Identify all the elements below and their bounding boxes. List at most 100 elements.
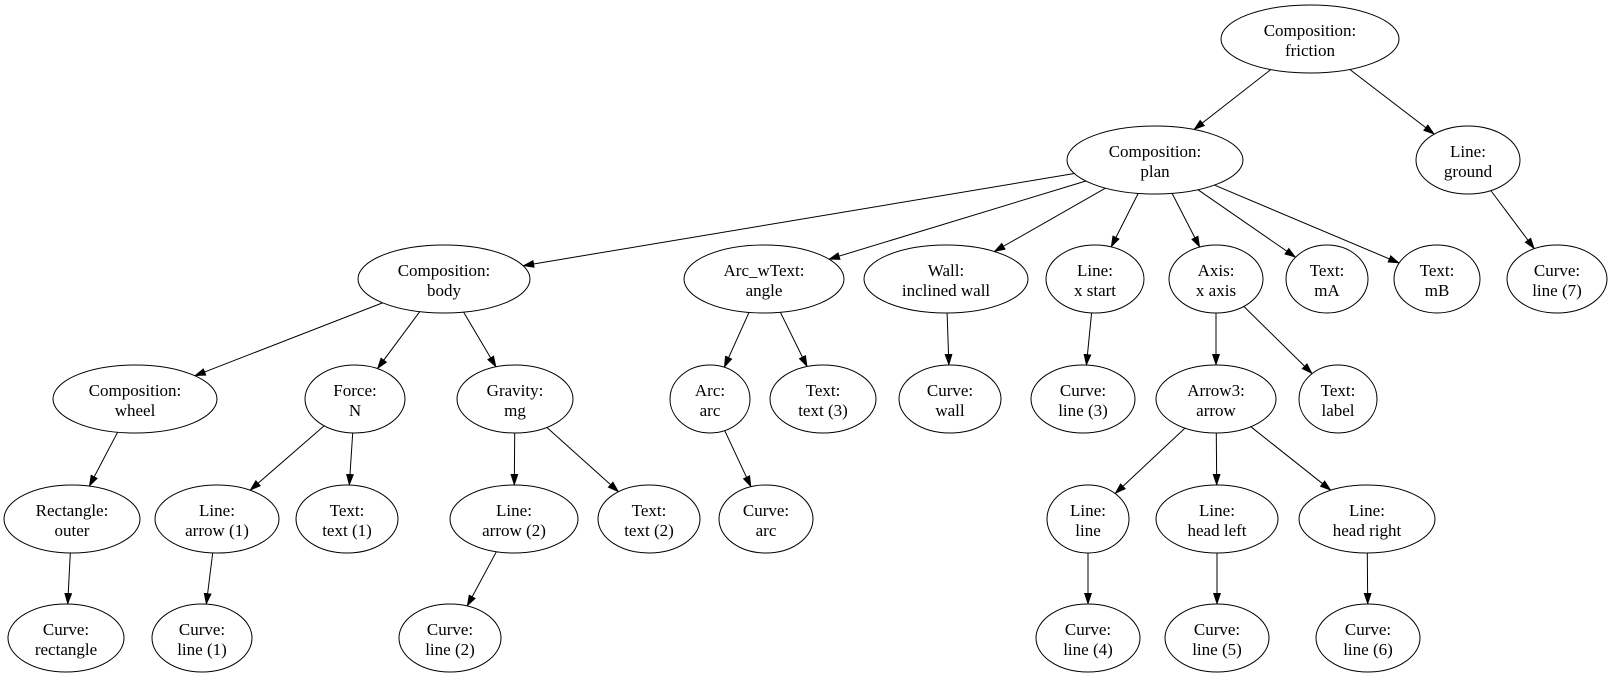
edge-x-start-to-line-3 <box>1083 312 1093 367</box>
node-type-label: Line: <box>1199 501 1235 520</box>
node-name-label: arrow <box>1196 401 1236 420</box>
node-ellipse <box>1155 484 1279 554</box>
node-outer: Rectangle:outer <box>3 484 141 554</box>
node-type-label: Text: <box>632 501 667 520</box>
node-curve-arc: Curve:arc <box>718 484 814 554</box>
node-name-label: N <box>349 401 361 420</box>
node-type-label: Curve: <box>743 501 789 520</box>
node-head-right: Line:head right <box>1298 484 1436 554</box>
node-friction: Composition:friction <box>1220 4 1400 74</box>
node-name-label: arc <box>700 401 721 420</box>
node-mg: Gravity:mg <box>456 364 574 434</box>
node-ellipse <box>398 603 502 673</box>
edge-line <box>1171 193 1201 248</box>
node-ellipse <box>769 364 877 434</box>
node-wall: Curve:wall <box>898 364 1002 434</box>
node-name-label: label <box>1321 401 1354 420</box>
node-text-3: Text:text (3) <box>769 364 877 434</box>
node-type-label: Axis: <box>1198 261 1235 280</box>
edge-angle-to-text-3 <box>779 312 808 368</box>
edge-line <box>64 552 73 605</box>
node-ellipse <box>718 484 814 554</box>
node-name-label: line <box>1075 521 1101 540</box>
node-name-label: arc <box>756 521 777 540</box>
node-ellipse <box>669 364 751 434</box>
node-type-label: Text: <box>1321 381 1356 400</box>
node-name-label: line (5) <box>1192 640 1242 659</box>
node-name-label: angle <box>746 281 783 300</box>
node-name-label: wheel <box>115 401 156 420</box>
node-ellipse <box>898 364 1002 434</box>
edge-arrow-2-to-line-2 <box>466 551 497 607</box>
node-x-axis: Axis:x axis <box>1168 244 1264 314</box>
node-line-5: Curve:line (5) <box>1164 603 1270 673</box>
edge-line <box>1110 193 1139 248</box>
node-type-label: Curve: <box>1534 261 1580 280</box>
node-label: Text:label <box>1298 364 1378 434</box>
edge-line <box>779 312 808 368</box>
edge-plan-to-body <box>522 173 1075 268</box>
node-ellipse <box>1155 364 1277 434</box>
node-type-label: Arc_wText: <box>724 261 805 280</box>
edge-line <box>463 311 497 368</box>
edge-line <box>1197 189 1297 258</box>
edge-plan-to-m-a <box>1197 189 1297 258</box>
node-name-label: arrow (2) <box>482 521 546 540</box>
edge-plan-to-m-b <box>1214 184 1401 264</box>
edge-force-n-to-arrow-1 <box>249 425 325 491</box>
node-name-label: mA <box>1314 281 1340 300</box>
node-name-label: outer <box>55 521 90 540</box>
node-type-label: Line: <box>199 501 235 520</box>
node-ellipse <box>154 484 280 554</box>
node-name-label: head left <box>1188 521 1247 540</box>
node-type-label: Gravity: <box>487 381 544 400</box>
node-head-left: Line:head left <box>1155 484 1279 554</box>
node-type-label: Curve: <box>179 620 225 639</box>
node-arrow-2: Line:arrow (2) <box>449 484 579 554</box>
node-text-2: Text:text (2) <box>597 484 701 554</box>
edge-line <box>546 427 620 493</box>
node-ellipse <box>151 603 253 673</box>
node-ellipse <box>1506 244 1608 314</box>
node-m-b: Text:mB <box>1393 244 1481 314</box>
node-ellipse <box>357 244 531 314</box>
node-line-1: Curve:line (1) <box>151 603 253 673</box>
node-line-3: Curve:line (3) <box>1030 364 1136 434</box>
node-ellipse <box>1285 244 1369 314</box>
node-name-label: text (3) <box>798 401 848 420</box>
edge-line <box>1193 69 1272 131</box>
node-type-label: Curve: <box>427 620 473 639</box>
node-type-label: Line: <box>496 501 532 520</box>
node-type-label: Line: <box>1349 501 1385 520</box>
edge-line <box>1214 184 1401 264</box>
node-type-label: Curve: <box>1194 620 1240 639</box>
node-name-label: line (4) <box>1063 640 1113 659</box>
node-text-1: Text:text (1) <box>295 484 399 554</box>
node-ellipse <box>3 484 141 554</box>
edge-arrow-1-to-line-1 <box>203 552 214 606</box>
edge-line <box>724 430 752 488</box>
node-name-label: rectangle <box>35 640 97 659</box>
edge-line <box>828 180 1087 260</box>
node-type-label: Line: <box>1070 501 1106 520</box>
node-name-label: line (7) <box>1532 281 1582 300</box>
edge-line <box>466 551 497 607</box>
edge-line <box>944 312 953 366</box>
node-type-label: Curve: <box>927 381 973 400</box>
node-inclined-wall: Wall:inclined wall <box>863 244 1029 314</box>
edge-ground-to-line-7 <box>1490 190 1535 250</box>
node-type-label: Curve: <box>43 620 89 639</box>
node-line-7: Curve:line (7) <box>1506 244 1608 314</box>
edge-x-axis-to-label <box>1243 306 1313 375</box>
edge-line <box>249 425 325 491</box>
edge-arc-to-curve-arc <box>724 430 752 488</box>
node-m-a: Text:mA <box>1285 244 1369 314</box>
node-name-label: plan <box>1140 162 1170 181</box>
node-type-label: Line: <box>1077 261 1113 280</box>
node-ellipse <box>304 364 406 434</box>
node-name-label: wall <box>935 401 965 420</box>
node-ellipse <box>1315 603 1421 673</box>
node-type-label: Arrow3: <box>1187 381 1245 400</box>
node-name-label: line (1) <box>177 640 227 659</box>
